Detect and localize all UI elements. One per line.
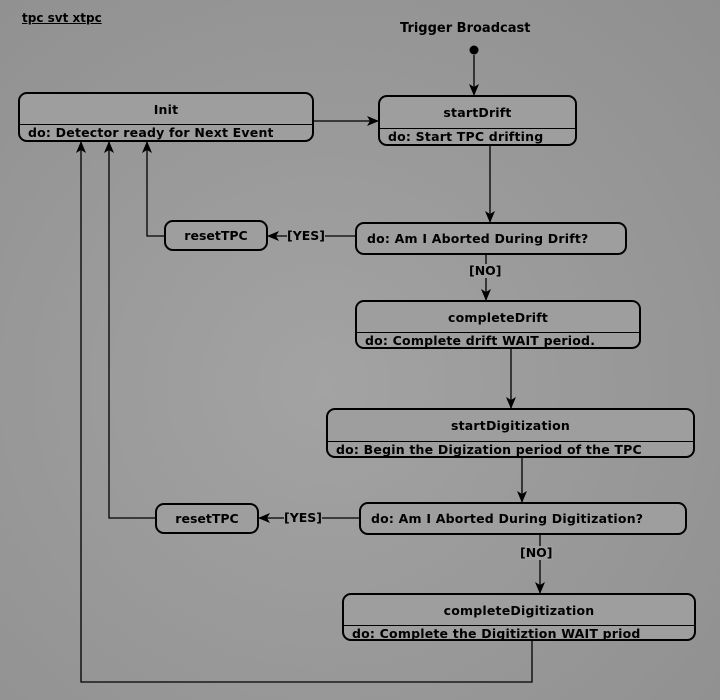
- state-startdigitization-name: startDigitization: [450, 418, 570, 433]
- state-drift-decision[interactable]: do: Am I Aborted During Drift?: [355, 222, 627, 255]
- guard-drift-yes: [YES]: [287, 228, 326, 243]
- state-startdigitization-activity: do: Begin the Digization period of the T…: [328, 441, 693, 456]
- state-init-name: Init: [153, 101, 179, 117]
- state-resettpc-drift[interactable]: resetTPC: [164, 220, 268, 251]
- state-completedrift-name: completeDrift: [447, 309, 549, 325]
- state-init-activity: do: Detector ready for Next Event: [20, 124, 312, 140]
- state-startdrift-name: startDrift: [443, 105, 512, 120]
- state-init[interactable]: Init do: Detector ready for Next Event: [18, 92, 314, 142]
- state-completedigitization-activity: do: Complete the Digitiztion WAIT priod: [344, 625, 694, 639]
- state-resettpc-digitization[interactable]: resetTPC: [155, 503, 259, 534]
- state-resettpc-drift-name: resetTPC: [184, 228, 248, 243]
- diagram-title[interactable]: tpc svt xtpc: [22, 11, 102, 25]
- arrow-completedigitization-to-init: [76, 141, 533, 683]
- state-completedrift-activity: do: Complete drift WAIT period.: [357, 332, 639, 347]
- guard-digitization-yes: [YES]: [284, 510, 323, 525]
- state-completedrift[interactable]: completeDrift do: Complete drift WAIT pe…: [355, 300, 641, 349]
- arrow-reset1-to-init: [142, 141, 164, 237]
- trigger-label: Trigger Broadcast: [400, 21, 531, 36]
- state-startdrift[interactable]: startDrift do: Start TPC drifting: [378, 95, 577, 146]
- arrow-reset2-to-init: [104, 141, 155, 519]
- state-completedigitization[interactable]: completeDigitization do: Complete the Di…: [342, 593, 696, 641]
- state-completedigitization-name: completeDigitization: [443, 602, 595, 618]
- state-digitization-decision[interactable]: do: Am I Aborted During Digitization?: [359, 502, 687, 535]
- initial-node: [469, 45, 479, 55]
- state-startdrift-activity: do: Start TPC drifting: [380, 128, 575, 144]
- state-startdigitization[interactable]: startDigitization do: Begin the Digizati…: [326, 408, 695, 458]
- state-resettpc-digitization-name: resetTPC: [175, 511, 239, 526]
- state-digitization-decision-activity: do: Am I Aborted During Digitization?: [371, 510, 644, 526]
- guard-drift-no: [NO]: [469, 263, 502, 278]
- guard-digitization-no: [NO]: [520, 545, 553, 560]
- state-drift-decision-activity: do: Am I Aborted During Drift?: [367, 230, 589, 246]
